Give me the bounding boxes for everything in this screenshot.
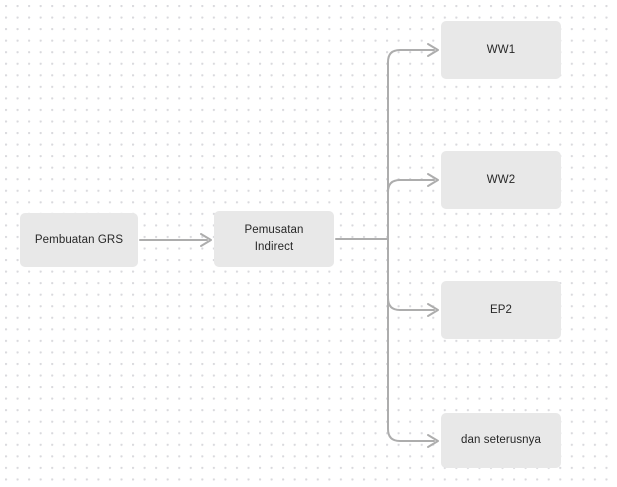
edge-indirect-to-ww2 <box>387 173 439 240</box>
node-label: Pembuatan GRS <box>34 233 124 246</box>
node-pembuatan-grs[interactable]: Pembuatan GRS <box>20 213 138 267</box>
node-pemusatan-indirect[interactable]: Pemusatan Indirect <box>214 211 334 267</box>
node-ww1[interactable]: WW1 <box>441 21 561 79</box>
node-label: dan seterusnya <box>460 434 542 447</box>
edge-indirect-to-ep2 <box>387 238 439 317</box>
node-dan-seterusnya[interactable]: dan seterusnya <box>441 413 561 468</box>
node-ww2[interactable]: WW2 <box>441 151 561 209</box>
node-ep2[interactable]: EP2 <box>441 281 561 339</box>
node-label: WW1 <box>486 43 516 56</box>
edge-indirect-to-dan-seterusnya <box>387 238 439 448</box>
node-label: WW2 <box>486 173 516 186</box>
edge-indirect-to-ww1 <box>387 43 439 240</box>
node-label: Pemusatan Indirect <box>244 224 304 253</box>
edge-grs-to-indirect <box>139 233 212 247</box>
node-label: EP2 <box>489 303 513 316</box>
